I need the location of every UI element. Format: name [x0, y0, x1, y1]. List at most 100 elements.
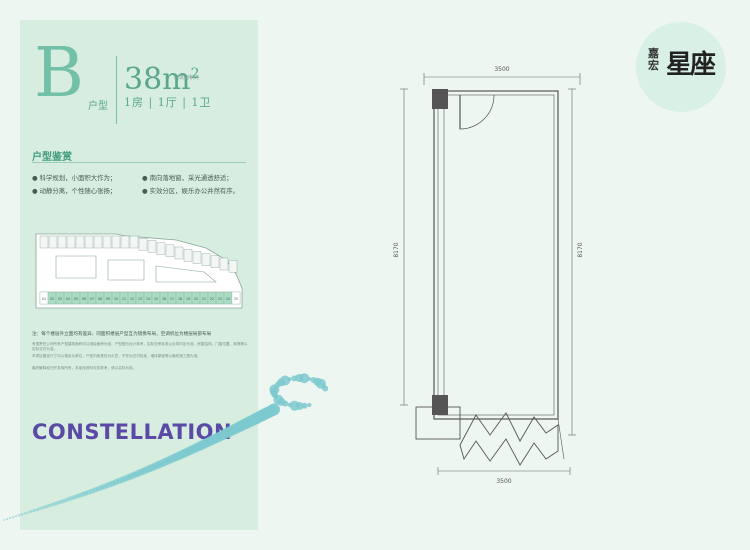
walls — [433, 90, 559, 420]
decor-dot — [29, 509, 33, 513]
decor-dot — [287, 377, 292, 382]
decor-dot — [44, 504, 49, 509]
decor-dot — [50, 502, 55, 507]
decor-dot — [299, 373, 310, 384]
site-unit-number: 22 — [210, 297, 214, 301]
decor-dot — [307, 376, 311, 381]
site-unit-cell — [210, 255, 220, 268]
site-unit-cell — [111, 235, 121, 249]
decor-dot — [23, 511, 27, 515]
site-unit-number: 14 — [146, 297, 150, 301]
site-unit-number: 06 — [82, 297, 86, 301]
area-note: 建筑面积约 — [174, 75, 200, 81]
site-unit-cell — [75, 235, 85, 249]
site-unit-number: 07 — [90, 297, 94, 301]
unit-type-letter: B — [34, 34, 84, 113]
dim-right: 8170 — [577, 242, 584, 257]
decor-dot — [41, 505, 46, 510]
site-unit-number: 03 — [58, 297, 62, 301]
decor-dot — [26, 511, 30, 514]
column — [432, 395, 448, 415]
area-number: 38m — [124, 62, 191, 97]
decor-dot — [280, 375, 291, 386]
unit-area: 38m2 — [124, 54, 200, 100]
site-unit-number: 25 — [234, 297, 238, 301]
decor-dot — [38, 506, 43, 511]
dim-bottom: 3500 — [496, 478, 511, 485]
decor-dot — [289, 400, 300, 411]
site-unit-number: 04 — [66, 297, 70, 301]
note-paragraph: 最终解释权归开发商所有，本宣传资料仅供参考，请以实际为准。 — [32, 366, 137, 370]
site-unit-cell — [102, 235, 112, 249]
site-unit-number: 12 — [130, 297, 134, 301]
site-unit-cell — [174, 246, 184, 260]
decor-dot — [287, 402, 292, 407]
brand-wordmark: CONSTELLATION — [32, 420, 233, 444]
site-unit-number: 15 — [154, 297, 158, 301]
balcony — [415, 406, 461, 440]
site-unit-number: 19 — [186, 297, 190, 301]
decorative-dot-swirl — [3, 373, 329, 521]
site-unit-cell — [84, 235, 94, 249]
site-unit-number: 17 — [170, 297, 174, 301]
site-unit-cell — [120, 235, 130, 249]
feature-item: ● 动静分离，个性随心张扬； — [32, 187, 117, 195]
site-unit-cell — [57, 235, 67, 249]
site-unit-number: 23 — [218, 297, 222, 301]
decor-dot — [20, 513, 24, 516]
decor-dot — [47, 503, 52, 508]
note-main: 注：每个楼层外立面均有差异，同面积楼层户型互为镜像布局，空调机位为楼层局部布局 — [32, 332, 212, 337]
decor-dot — [35, 507, 40, 512]
site-unit-number: 20 — [194, 297, 198, 301]
logo-small-text: 嘉宏 — [648, 47, 659, 72]
site-unit-cell — [147, 240, 157, 253]
feature-item: ● 南向落地窗，采光通透舒适； — [142, 174, 233, 182]
site-unit-cell — [219, 257, 229, 271]
site-unit-cell — [138, 237, 148, 251]
site-unit-number: 05 — [74, 297, 78, 301]
area-superscript: 2 — [190, 66, 200, 82]
site-unit-number: 24 — [226, 297, 230, 301]
site-unit-cell — [39, 235, 49, 249]
section-title: 户型鉴赏 — [32, 152, 72, 163]
dim-left: 8170 — [393, 242, 400, 257]
site-unit-cell — [183, 249, 193, 262]
site-unit-cell — [129, 235, 139, 249]
site-unit-number: 02 — [50, 297, 54, 301]
site-unit-number: 11 — [122, 297, 126, 301]
dim-top: 3500 — [494, 66, 509, 73]
site-unit-number: 16 — [162, 297, 166, 301]
decor-dot — [17, 514, 21, 517]
site-unit-number: 13 — [138, 297, 142, 301]
site-plan: 01 02 03 04 05 06 07 08 09 10 11 12 13 14 15 16 17 18 19 20… — [35, 233, 243, 309]
section-rule — [32, 162, 246, 163]
feature-item: ● 实效分区，娱乐办公井然有序。 — [142, 187, 240, 195]
info-panel: B 户型 38m2 建筑面积约 1房 | 1厅 | 1卫 户型鉴赏 ● 科学规划… — [20, 20, 258, 530]
site-unit-number: 21 — [202, 297, 206, 301]
site-unit-number: 01 — [42, 297, 46, 301]
decor-dot — [268, 403, 280, 416]
decor-dot — [14, 515, 18, 518]
bay-window — [459, 412, 559, 466]
site-unit-cell — [93, 235, 103, 249]
door-swing — [459, 94, 495, 130]
site-unit-number: 08 — [98, 297, 102, 301]
decor-dot — [5, 518, 9, 521]
decor-dot — [32, 508, 36, 513]
site-unit-cell — [192, 251, 202, 264]
site-unit-number: 18 — [178, 297, 182, 301]
unit-type-suffix: 户型 — [88, 101, 108, 112]
site-unit-cell — [201, 253, 211, 266]
site-unit-cell — [231, 291, 241, 305]
site-unit-cell — [165, 244, 175, 257]
site-unit-cell — [228, 260, 238, 273]
decor-dot — [3, 519, 5, 521]
site-unit-cell — [156, 242, 166, 255]
divider — [116, 56, 117, 124]
column — [432, 89, 448, 109]
site-unit-number: 09 — [106, 297, 110, 301]
feature-item: ● 科学规划，小面积大作为； — [32, 174, 117, 182]
site-unit-number: 10 — [114, 297, 118, 301]
logo-badge — [636, 22, 726, 112]
decor-dot — [322, 385, 329, 392]
